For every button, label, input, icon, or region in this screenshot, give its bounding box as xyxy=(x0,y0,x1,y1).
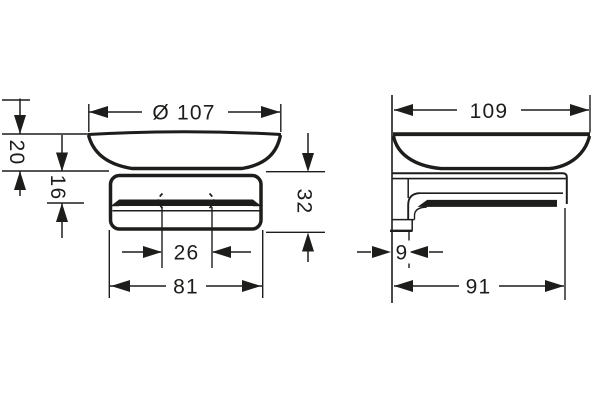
dimension-label-32: 32 xyxy=(293,189,316,215)
dimension-label-26: 26 xyxy=(174,241,200,264)
dimension-label-16: 16 xyxy=(46,175,69,201)
dish-front-outline xyxy=(86,130,283,171)
front-view: Ø 107 20 16 26 xyxy=(2,98,325,298)
dimension-overall-width: 109 xyxy=(394,95,591,133)
dimension-diameter: Ø 107 xyxy=(88,100,282,132)
dish-side-outline xyxy=(391,132,592,171)
dimension-label-diameter-107: Ø 107 xyxy=(152,101,215,124)
dimension-holder-width: 81 xyxy=(110,274,262,298)
dimension-label-91: 91 xyxy=(466,275,492,298)
dimension-slot-width: 26 xyxy=(122,241,251,264)
dimension-label-20: 20 xyxy=(5,140,28,166)
dimension-projection: 91 xyxy=(394,208,566,300)
dimension-holder-height: 32 xyxy=(266,133,325,262)
dimension-holder-inset: 16 xyxy=(46,135,84,238)
dimension-label-9: 9 xyxy=(396,241,409,264)
bracket-side-outline xyxy=(390,172,568,232)
hidden-clip-left xyxy=(157,192,164,209)
holder-front-outline xyxy=(108,173,264,298)
dimension-label-109: 109 xyxy=(470,100,509,123)
dimension-dish-height: 20 xyxy=(2,98,109,196)
side-view: 109 9 91 xyxy=(357,95,592,303)
hidden-clip-right xyxy=(208,192,215,209)
dimension-wall-plate-depth: 9 xyxy=(357,232,443,268)
dimension-label-81: 81 xyxy=(173,275,199,298)
